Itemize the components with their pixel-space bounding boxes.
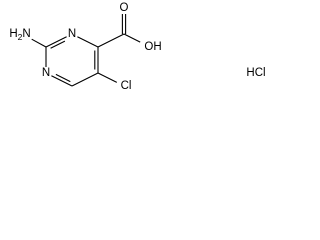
bond-c4-cc — [97, 33, 125, 48]
bond-c6-n3-inner — [55, 73, 71, 83]
atom-ring-n-upper: N — [68, 28, 76, 40]
atom-chloro: Cl — [121, 80, 132, 92]
bond-c2-n1 — [45, 36, 67, 48]
atom-labels: H2N N N O OH Cl HCl — [9, 2, 265, 92]
bond-nh2-c2 — [31, 38, 47, 48]
bond-c6-n3 — [51, 75, 73, 87]
bond-cc-oh — [123, 33, 141, 43]
salt-label: HCl — [246, 67, 265, 79]
bonds — [31, 14, 141, 87]
atom-hydroxyl: OH — [144, 41, 161, 53]
atom-ring-n-lower: N — [42, 67, 50, 79]
atom-carbonyl-o: O — [120, 2, 129, 14]
chemical-structure: H2N N N O OH Cl HCl — [9, 2, 265, 92]
bond-c5-c6 — [71, 72, 99, 87]
bond-c2-n1-inner — [50, 40, 66, 49]
bond-c5-cl — [97, 72, 118, 83]
bond-n1-c4 — [77, 36, 99, 48]
atom-amino: H2N — [9, 28, 30, 42]
